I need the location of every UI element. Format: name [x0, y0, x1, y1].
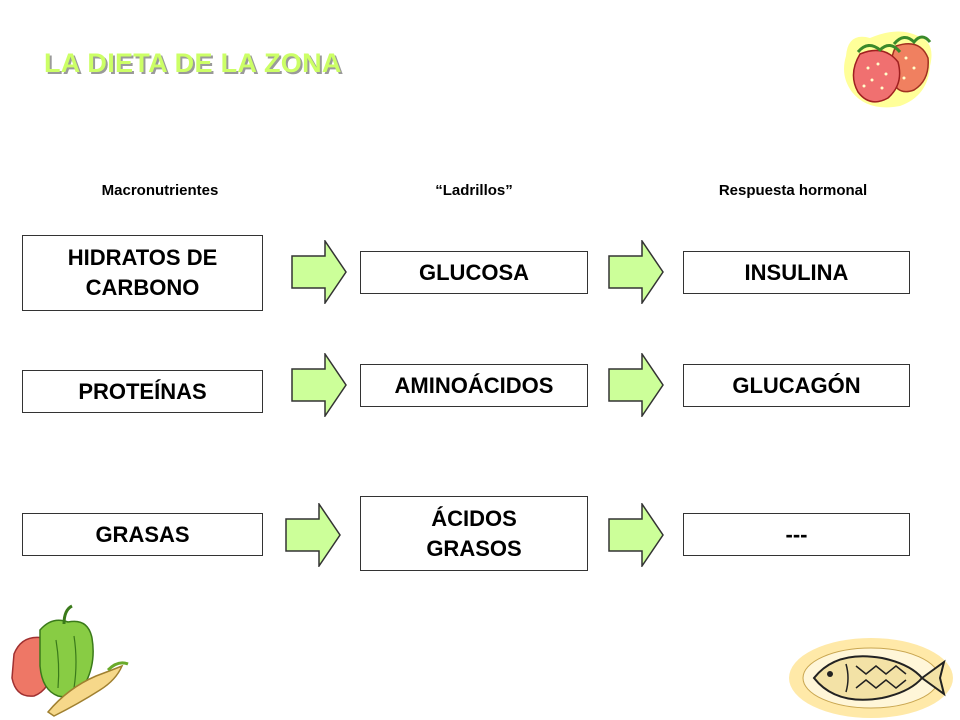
right-arrow-icon [291, 240, 347, 304]
column-header-bricks: “Ladrillos” [435, 182, 513, 199]
brick-box-amino-acids: AMINOÁCIDOS [360, 364, 588, 407]
right-arrow-icon [291, 353, 347, 417]
right-arrow-icon [608, 240, 664, 304]
hormone-box-glucagon: GLUCAGÓN [683, 364, 910, 407]
fish-plate-icon [789, 638, 953, 718]
right-arrow-icon [608, 503, 664, 567]
brick-box-glucose: GLUCOSA [360, 251, 588, 294]
macro-box-carbohydrates: HIDRATOS DE CARBONO [22, 235, 263, 311]
column-header-macronutrients: Macronutrientes [101, 182, 219, 199]
brick-box-fatty-acids: ÁCIDOS GRASOS [360, 496, 588, 571]
right-arrow-icon [608, 353, 664, 417]
strawberry-icon [844, 31, 932, 108]
column-header-hormonal-response: Respuesta hormonal [718, 182, 868, 199]
right-arrow-icon [285, 503, 341, 567]
hormone-box-insulin: INSULINA [683, 251, 910, 294]
macro-box-fats: GRASAS [22, 513, 263, 556]
vegetables-icon [11, 604, 129, 717]
macro-box-proteins: PROTEÍNAS [22, 370, 263, 413]
hormone-box-none: --- [683, 513, 910, 556]
page-title: LA DIETA DE LA ZONA [44, 48, 342, 78]
